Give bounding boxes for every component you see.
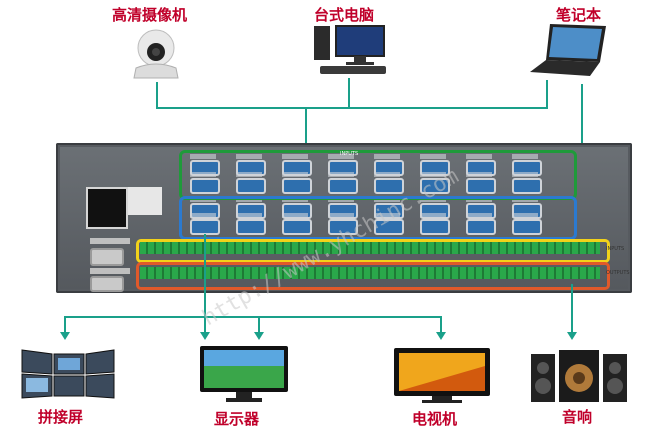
audio-outputs-box — [136, 262, 610, 290]
vga-port-label — [190, 154, 216, 159]
vga-port-label — [328, 172, 354, 177]
vga-port — [374, 219, 404, 235]
inputs-label: INPUTS — [606, 246, 625, 252]
audio-input-terminals — [140, 242, 600, 254]
vga-port-label — [282, 213, 308, 218]
vga-port-label — [466, 172, 492, 177]
monitor-arrow — [254, 332, 264, 340]
camera-icon — [133, 29, 179, 79]
vga-port-label — [374, 213, 400, 218]
vga-port-label — [466, 154, 492, 159]
camera-label: 高清摄像机 — [112, 6, 188, 24]
tv-arrow — [436, 332, 446, 340]
vga-port-label — [420, 172, 446, 177]
laptop-icon — [530, 24, 606, 76]
laptop-line — [546, 80, 548, 108]
vga-port — [236, 219, 266, 235]
vga-port — [328, 178, 358, 194]
vga-port — [512, 219, 542, 235]
vga-port-label — [236, 154, 262, 159]
tv-label: 电视机 — [412, 410, 458, 428]
vga-port-label — [282, 154, 308, 159]
serial-port-2 — [90, 276, 124, 292]
video-wall-arrow — [60, 332, 70, 340]
tv-line — [440, 316, 442, 334]
monitor-label: 显示器 — [214, 410, 260, 428]
audio-output-terminals — [140, 267, 600, 279]
vga-port-label — [190, 172, 216, 177]
vga-port — [282, 219, 312, 235]
outputs-label: OUTPUTS — [606, 270, 630, 276]
power-socket — [86, 187, 128, 229]
vga-port-label — [420, 154, 446, 159]
monitor-left-line — [204, 316, 206, 334]
vga-port — [512, 178, 542, 194]
vga-port-label — [328, 213, 354, 218]
tv-icon — [394, 348, 490, 403]
vga-port-label — [374, 172, 400, 177]
vga-port — [236, 178, 266, 194]
video-wall-line — [64, 316, 66, 334]
monitor-icon — [200, 346, 288, 402]
laptop-label: 笔记本 — [556, 6, 602, 24]
vga-port — [466, 219, 496, 235]
vga-port-label — [512, 172, 538, 177]
speaker-label: 音响 — [562, 408, 593, 426]
serial-port — [90, 248, 124, 266]
vga-port-label — [512, 154, 538, 159]
output-drop-line — [204, 234, 206, 316]
vga-port — [374, 178, 404, 194]
vga-port-label — [190, 213, 216, 218]
vga-port — [190, 178, 220, 194]
vga-port-label — [282, 172, 308, 177]
vga-port — [420, 178, 450, 194]
vga-inputs-box — [179, 150, 577, 200]
vga-port-label — [236, 213, 262, 218]
serial-label — [90, 238, 130, 244]
vga-port — [466, 178, 496, 194]
audio-inputs-box — [136, 239, 610, 263]
serial-label-2 — [90, 268, 130, 274]
vga-port-label — [374, 154, 400, 159]
desktop-line — [348, 78, 350, 108]
vga-outputs-box — [179, 196, 577, 240]
vga-port — [420, 219, 450, 235]
speaker-icon — [531, 350, 627, 402]
vga-port-label — [512, 213, 538, 218]
output-bus-line — [64, 316, 442, 318]
speaker-arrow — [567, 332, 577, 340]
vga-port — [328, 219, 358, 235]
vga-port — [282, 178, 312, 194]
video-wall-label: 拼接屏 — [38, 408, 84, 426]
desktop-icon — [314, 25, 386, 74]
input-bus-line — [156, 107, 548, 109]
video-wall-icon — [21, 349, 115, 399]
inputs-header-label: INPUTS — [340, 151, 359, 157]
input-drop-line — [305, 107, 307, 147]
ce-mark — [128, 187, 162, 215]
vga-port-label — [328, 154, 354, 159]
vga-port-label — [420, 213, 446, 218]
desktop-label: 台式电脑 — [314, 6, 375, 24]
vga-port-label — [466, 213, 492, 218]
monitor-left-arrow — [200, 332, 210, 340]
speaker-line — [571, 284, 573, 334]
camera-line — [156, 82, 158, 108]
monitor-line — [258, 316, 260, 334]
vga-port-label — [236, 172, 262, 177]
